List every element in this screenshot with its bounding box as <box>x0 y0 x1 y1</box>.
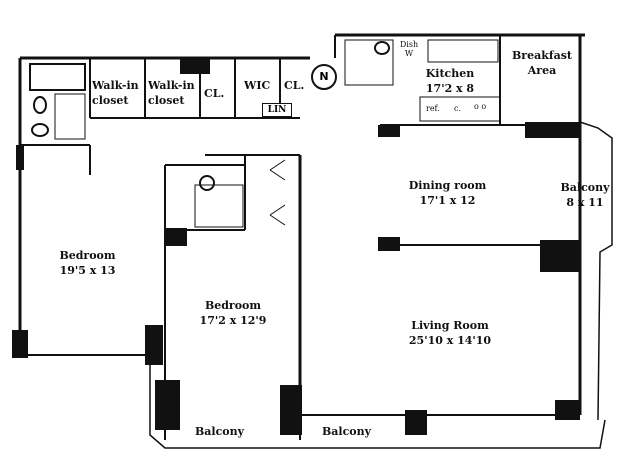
walk-in-closet-2-label: Walk-in closet <box>148 79 195 107</box>
kitchen-tile <box>344 39 394 86</box>
oven-label: o o <box>474 102 487 111</box>
south-balcony-2-label: Balcony <box>322 425 372 438</box>
walk-in-closet-1-label: Walk-in closet <box>92 79 139 107</box>
east-balcony-railing <box>579 121 613 421</box>
dishwasher-label: Dish W <box>399 40 419 58</box>
bedroom-1-label: Bedroom 19'5 x 13 <box>59 249 116 277</box>
north-compass-icon: N <box>311 64 337 90</box>
column <box>12 330 28 358</box>
column <box>540 240 580 272</box>
column <box>405 410 427 435</box>
living-room-label: Living Room 25'10 x 14'10 <box>408 319 492 347</box>
east-balcony-label: Balcony 8 x 11 <box>560 181 610 209</box>
counter-label: c. <box>454 104 462 113</box>
toilet-1 <box>31 123 49 137</box>
bath-tile-2 <box>194 184 244 228</box>
dining-room-label: Dining room 17'1 x 12 <box>408 179 487 207</box>
column <box>165 228 187 246</box>
refrigerator-label: ref. <box>426 104 440 113</box>
column <box>378 125 400 137</box>
kitchen-label: Kitchen 17'2 x 8 <box>425 67 475 95</box>
column <box>378 237 400 251</box>
column <box>16 145 24 170</box>
column <box>145 325 163 365</box>
bedroom-2-label: Bedroom 17'2 x 12'9 <box>199 299 267 327</box>
linen-label: LIN <box>262 103 292 117</box>
column <box>525 122 580 138</box>
closet-1-label: CL. <box>204 87 225 100</box>
kitchen-sink-counter <box>427 39 499 63</box>
column <box>180 58 210 74</box>
column <box>155 380 180 430</box>
sink-2 <box>199 175 215 191</box>
column <box>555 400 580 420</box>
south-balcony-1-label: Balcony <box>195 425 245 438</box>
south-balcony-railing <box>149 360 606 449</box>
bath-tile-1 <box>54 93 86 140</box>
wic-label: WIC <box>244 79 271 92</box>
breakfast-area-label: Breakfast Area <box>512 49 572 77</box>
sink-1 <box>33 96 47 114</box>
closet-2-label: CL. <box>284 79 305 92</box>
kitchen-sink <box>374 41 390 55</box>
column <box>280 385 302 435</box>
bathtub-1 <box>29 63 86 91</box>
